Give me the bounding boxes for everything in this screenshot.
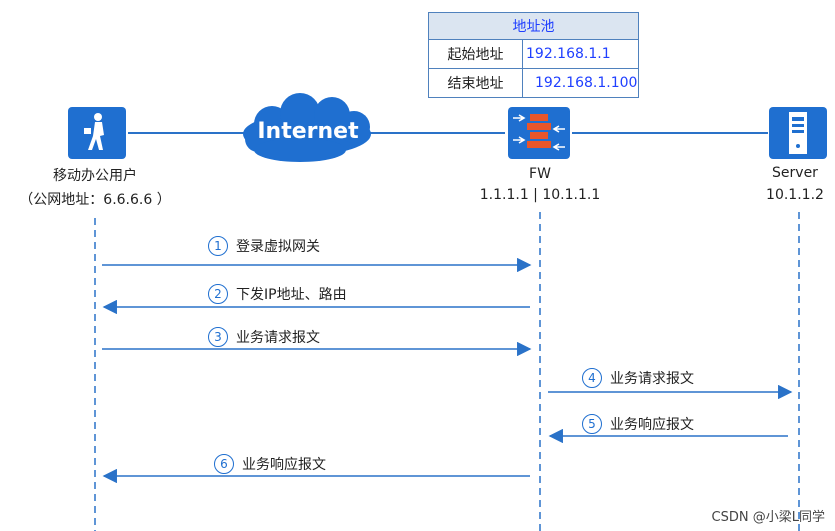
step-number: 5 [582,414,602,434]
user-name-label: 移动办公用户 [53,168,137,184]
server-icon [769,107,827,159]
message-5: 5 业务响应报文 [582,414,694,434]
step-number: 3 [208,327,228,347]
message-text: 业务请求报文 [610,371,694,387]
message-text: 业务请求报文 [236,330,320,346]
firewall-icon [508,107,570,159]
message-2: 2 下发IP地址、路由 [208,284,347,304]
step-number: 6 [214,454,234,474]
fw-address-label: 1.1.1.1 | 10.1.1.1 [479,187,601,203]
watermark: CSDN @小梁L同学 [711,510,825,525]
user-address-label: （公网地址：6.6.6.6 ） [19,192,171,208]
internet-label: Internet [257,119,359,144]
message-text: 业务响应报文 [610,417,694,433]
server-address-label: 10.1.1.2 [766,187,824,203]
message-6: 6 业务响应报文 [214,454,326,474]
server-name-label: Server [772,165,818,181]
start-address-value: 192.168.1.1 [522,39,639,69]
message-text: 业务响应报文 [242,457,326,473]
step-number: 4 [582,368,602,388]
end-address-value: 192.168.1.100 [522,68,639,98]
message-text: 下发IP地址、路由 [236,287,347,303]
message-1: 1 登录虚拟网关 [208,236,320,256]
mobile-user-icon [68,107,126,159]
message-3: 3 业务请求报文 [208,327,320,347]
step-number: 2 [208,284,228,304]
message-text: 登录虚拟网关 [236,239,320,255]
message-4: 4 业务请求报文 [582,368,694,388]
step-number: 1 [208,236,228,256]
internet-cloud-icon [243,93,371,162]
fw-name-label: FW [529,166,551,182]
address-pool-table: 地址池 起始地址 192.168.1.1 结束地址 192.168.1.100 [428,12,639,98]
